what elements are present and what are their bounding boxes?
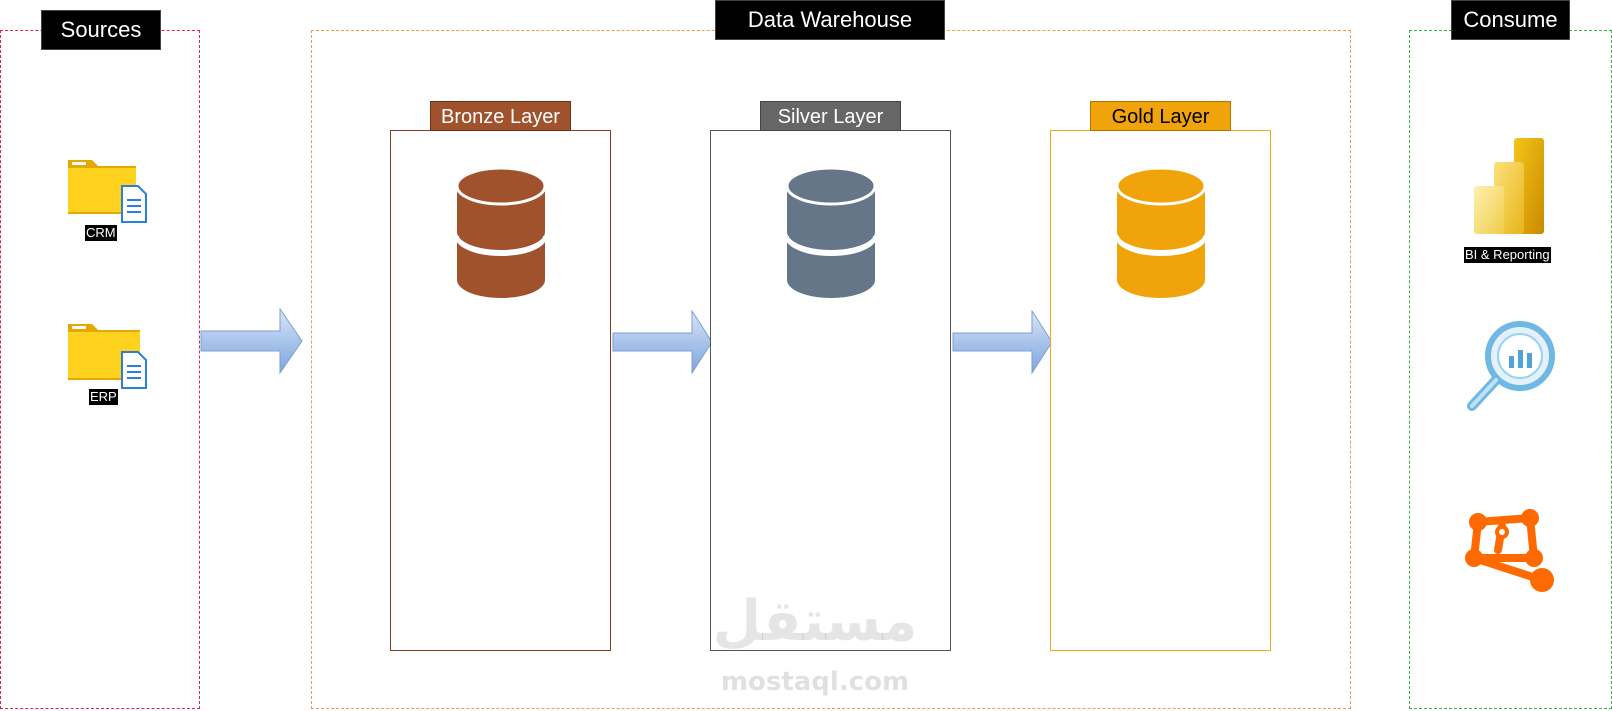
- arrow-right-icon: [952, 310, 1053, 374]
- sources-title: Sources: [41, 10, 161, 50]
- graph-nodes-icon: [1465, 509, 1554, 592]
- watermark-latin: mostaql.com: [720, 667, 910, 697]
- arrow-right-icon: [200, 308, 303, 374]
- magnifier-chart-icon: [1467, 321, 1555, 411]
- watermark-arabic: مستقل: [712, 589, 918, 654]
- database-icon: [785, 168, 877, 298]
- source-label-crm: CRM: [85, 225, 117, 241]
- database-icon: [455, 168, 547, 298]
- consume-title: Consume: [1451, 0, 1570, 40]
- bronze-layer-label: Bronze Layer: [430, 101, 571, 131]
- gold-layer-box: [1050, 130, 1271, 651]
- folder-document-icon: [68, 160, 147, 223]
- folder-document-icon: [68, 324, 147, 389]
- consumer-label-bi-reporting: BI & Reporting: [1464, 247, 1551, 263]
- silver-layer-label: Silver Layer: [760, 101, 901, 131]
- arrow-right-icon: [612, 310, 713, 374]
- data-warehouse-title: Data Warehouse: [715, 0, 945, 40]
- database-icon: [1115, 168, 1207, 298]
- power-bi-icon: [1474, 138, 1544, 234]
- gold-layer-label: Gold Layer: [1090, 101, 1231, 131]
- source-label-erp: ERP: [89, 389, 118, 405]
